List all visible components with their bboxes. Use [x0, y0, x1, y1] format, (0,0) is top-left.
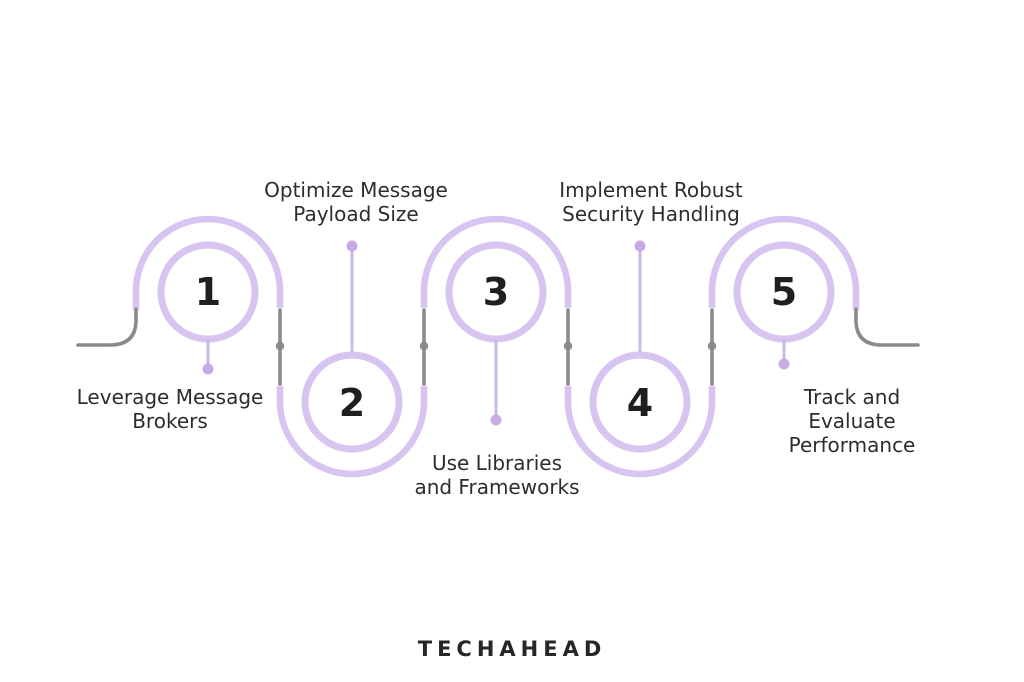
- step-label-5: Track and Evaluate Performance: [788, 385, 916, 457]
- step-dot-3: [490, 414, 502, 426]
- step-circle-3: [445, 241, 547, 343]
- serpentine-path: [132, 215, 860, 478]
- connector-dot: [275, 341, 285, 351]
- step-dot-1: [202, 363, 214, 375]
- step-dot-2: [346, 240, 358, 252]
- step-number-1: 1: [194, 270, 222, 314]
- step-circle-4: [589, 351, 691, 453]
- step-dot-4: [634, 240, 646, 252]
- step-label-3: Use Libraries and Frameworks: [414, 451, 580, 499]
- step-circle-2: [301, 351, 403, 453]
- step-number-4: 4: [626, 381, 654, 425]
- step-number-5: 5: [770, 270, 798, 314]
- step-label-1: Leverage Message Brokers: [76, 385, 264, 433]
- techahead-logo: TECHAHEAD: [417, 637, 607, 661]
- step-label-2: Optimize Message Payload Size: [264, 178, 448, 226]
- step-dot-5: [778, 358, 790, 370]
- start-connector: [76, 307, 138, 347]
- step-circle-5: [733, 241, 835, 343]
- step-label-4: Implement Robust Security Handling: [559, 178, 743, 226]
- step-number-3: 3: [482, 270, 510, 314]
- connector-dot: [707, 341, 717, 351]
- connector-dot: [563, 341, 573, 351]
- step-number-2: 2: [338, 381, 366, 425]
- end-connector: [854, 307, 920, 347]
- connector-dot: [419, 341, 429, 351]
- step-circle-1: [157, 241, 259, 343]
